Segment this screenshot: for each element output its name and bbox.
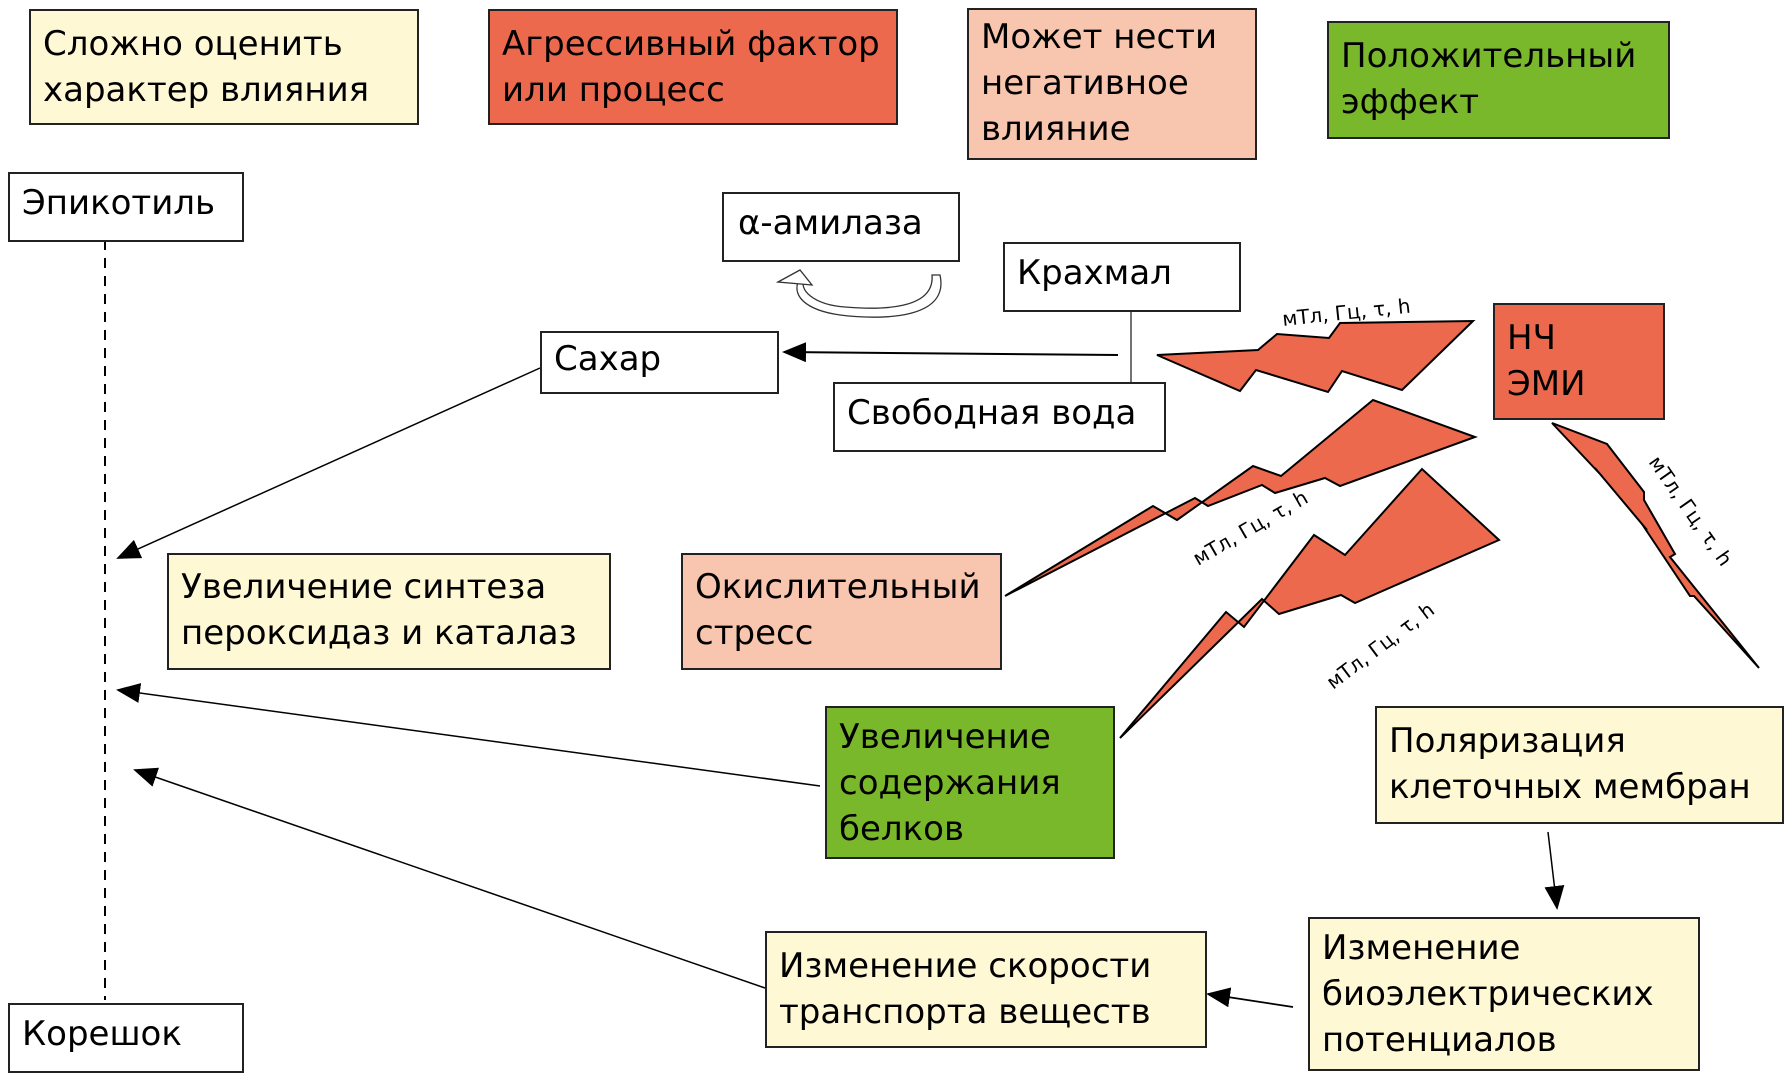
node-label: Увеличение <box>839 717 1051 757</box>
legend-may-be-negative: Может нести негативное влияние <box>967 8 1257 160</box>
node-label: ЭМИ <box>1507 364 1586 404</box>
arrow-starch-to-sugar <box>782 342 1119 363</box>
node-label: клеточных мембран <box>1389 767 1751 807</box>
emf-params-label-polarization: мТл, Гц, τ, h <box>1644 451 1738 570</box>
node-label: Эпикотиль <box>22 183 216 223</box>
lightning-bolt-to-starch-icon <box>1156 319 1476 394</box>
arrow-sugar-to-axis <box>116 367 541 559</box>
node-transport-rate-change: Изменение скорости транспорта веществ <box>765 931 1207 1048</box>
node-label: Окислительный <box>695 567 981 607</box>
node-label: Крахмал <box>1017 253 1172 293</box>
lightning-bolt-to-protein-icon <box>1119 467 1501 739</box>
node-label: белков <box>839 809 964 849</box>
node-free-water: Свободная вода <box>833 382 1166 452</box>
lightning-bolt-to-oxidative-stress-icon <box>1004 398 1478 597</box>
node-label: Увеличение синтеза <box>181 567 547 607</box>
node-label: Поляризация <box>1389 721 1626 761</box>
node-epicotyl: Эпикотиль <box>8 172 244 242</box>
legend-text-line: Сложно оценить <box>43 24 343 64</box>
node-label: Сахар <box>554 339 662 379</box>
arrow-transport-to-axis <box>133 767 766 989</box>
arrow-protein-to-axis <box>116 683 821 787</box>
node-peroxidase-catalase-synthesis: Увеличение синтеза пероксидаз и каталаз <box>167 553 611 670</box>
node-alpha-amylase: α-амилаза <box>722 192 960 262</box>
arrow-bioelectric-to-transport <box>1206 987 1294 1008</box>
legend-hard-to-assess: Сложно оценить характер влияния <box>29 9 419 125</box>
node-membrane-polarization: Поляризация клеточных мембран <box>1375 706 1784 824</box>
legend-text-line: влияние <box>981 109 1131 149</box>
emf-params-label-protein: мТл, Гц, τ, h <box>1322 597 1439 694</box>
arrow-polarization-to-bioelectric <box>1544 831 1565 910</box>
legend-text-line: Положительный <box>1341 36 1637 76</box>
node-label: стресс <box>695 613 814 653</box>
node-label: α-амилаза <box>738 203 923 243</box>
node-label: Корешок <box>22 1014 182 1054</box>
legend-positive-effect: Положительный эффект <box>1327 21 1670 139</box>
node-label: биоэлектрических <box>1322 974 1654 1014</box>
legend-text-line: негативное <box>981 63 1189 103</box>
node-label: потенциалов <box>1322 1020 1557 1060</box>
node-label: НЧ <box>1507 318 1556 358</box>
legend-text-line: или процесс <box>502 70 725 110</box>
node-low-frequency-emf: НЧ ЭМИ <box>1493 303 1665 420</box>
node-label: транспорта веществ <box>779 992 1151 1032</box>
node-label: Свободная вода <box>847 393 1137 433</box>
legend-aggressive-factor: Агрессивный фактор или процесс <box>488 9 898 125</box>
lightning-bolt-to-polarization-icon <box>1551 422 1760 669</box>
node-label: пероксидаз и каталаз <box>181 613 577 653</box>
node-oxidative-stress: Окислительный стресс <box>681 553 1002 670</box>
node-starch: Крахмал <box>1003 242 1241 312</box>
legend-text-line: Агрессивный фактор <box>502 24 880 64</box>
node-protein-increase: Увеличение содержания белков <box>825 706 1115 859</box>
node-label: Изменение <box>1322 928 1521 968</box>
legend-text-line: эффект <box>1341 82 1480 122</box>
amylase-cycle-arrow-icon <box>775 269 942 318</box>
node-sugar: Сахар <box>540 331 779 394</box>
legend-text-line: Может нести <box>981 17 1218 57</box>
legend-text-line: характер влияния <box>43 70 370 110</box>
node-bioelectric-potential-change: Изменение биоэлектрических потенциалов <box>1308 917 1700 1071</box>
node-label: Изменение скорости <box>779 946 1152 986</box>
node-root: Корешок <box>8 1003 244 1073</box>
node-label: содержания <box>839 763 1061 803</box>
